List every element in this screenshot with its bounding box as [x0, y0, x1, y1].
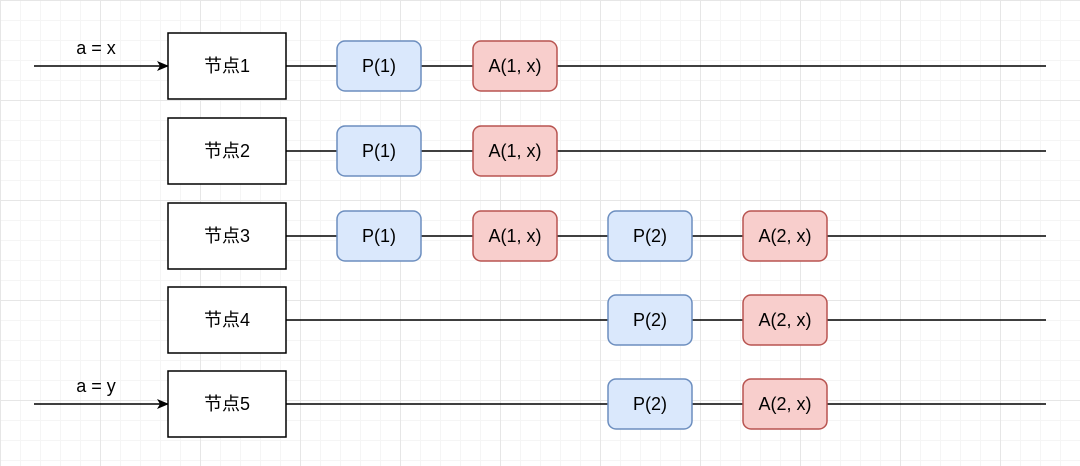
message-label: P(1): [362, 226, 396, 246]
node-box: [167, 32, 287, 100]
message-label: A(1, x): [488, 226, 541, 246]
node-box: [167, 117, 287, 185]
message-label: P(2): [633, 310, 667, 330]
input-arrow-1: a = x: [34, 38, 169, 71]
node-label: 节点5: [204, 394, 250, 414]
prepare-message: P(2): [607, 378, 693, 430]
node-4: 节点4: [167, 286, 287, 354]
prepare-message: P(1): [336, 210, 422, 262]
message-box: [607, 294, 693, 346]
accept-message: A(1, x): [472, 40, 558, 92]
accept-message: A(2, x): [742, 210, 828, 262]
node-label: 节点2: [204, 141, 250, 161]
node-box: [167, 286, 287, 354]
accept-message: A(2, x): [742, 294, 828, 346]
accept-message: A(1, x): [472, 125, 558, 177]
message-box: [336, 210, 422, 262]
message-label: A(1, x): [488, 56, 541, 76]
node-box: [167, 202, 287, 270]
message-label: P(2): [633, 226, 667, 246]
node-5: 节点5: [167, 370, 287, 438]
node-1: 节点1: [167, 32, 287, 100]
accept-message: A(2, x): [742, 378, 828, 430]
prepare-message: P(1): [336, 40, 422, 92]
node-box: [167, 370, 287, 438]
message-box: [472, 125, 558, 177]
input-arrow-2: a = y: [34, 376, 169, 409]
node-label: 节点1: [204, 56, 250, 76]
node-label: 节点4: [204, 310, 250, 330]
message-box: [472, 210, 558, 262]
message-box: [336, 125, 422, 177]
message-label: A(1, x): [488, 141, 541, 161]
node-3: 节点3: [167, 202, 287, 270]
input-arrows-layer: a = x a = y: [34, 38, 169, 409]
message-label: A(2, x): [758, 226, 811, 246]
message-label: P(1): [362, 56, 396, 76]
message-box: [607, 210, 693, 262]
node-2: 节点2: [167, 117, 287, 185]
accept-message: A(1, x): [472, 210, 558, 262]
message-label: P(1): [362, 141, 396, 161]
input-label: a = x: [76, 38, 116, 58]
message-label: A(2, x): [758, 394, 811, 414]
prepare-message: P(2): [607, 294, 693, 346]
message-box: [472, 40, 558, 92]
message-label: A(2, x): [758, 310, 811, 330]
nodes-layer: 节点1 节点2 节点3 节点4 节点5: [167, 32, 287, 438]
node-label: 节点3: [204, 226, 250, 246]
prepare-message: P(2): [607, 210, 693, 262]
messages-layer: P(1) A(1, x) P(1) A(1, x) P(1) A(1, x) P(2) A(2…: [336, 40, 828, 430]
input-label: a = y: [76, 376, 116, 396]
message-box: [742, 378, 828, 430]
message-label: P(2): [633, 394, 667, 414]
message-box: [742, 210, 828, 262]
message-box: [607, 378, 693, 430]
prepare-message: P(1): [336, 125, 422, 177]
message-box: [336, 40, 422, 92]
message-box: [742, 294, 828, 346]
